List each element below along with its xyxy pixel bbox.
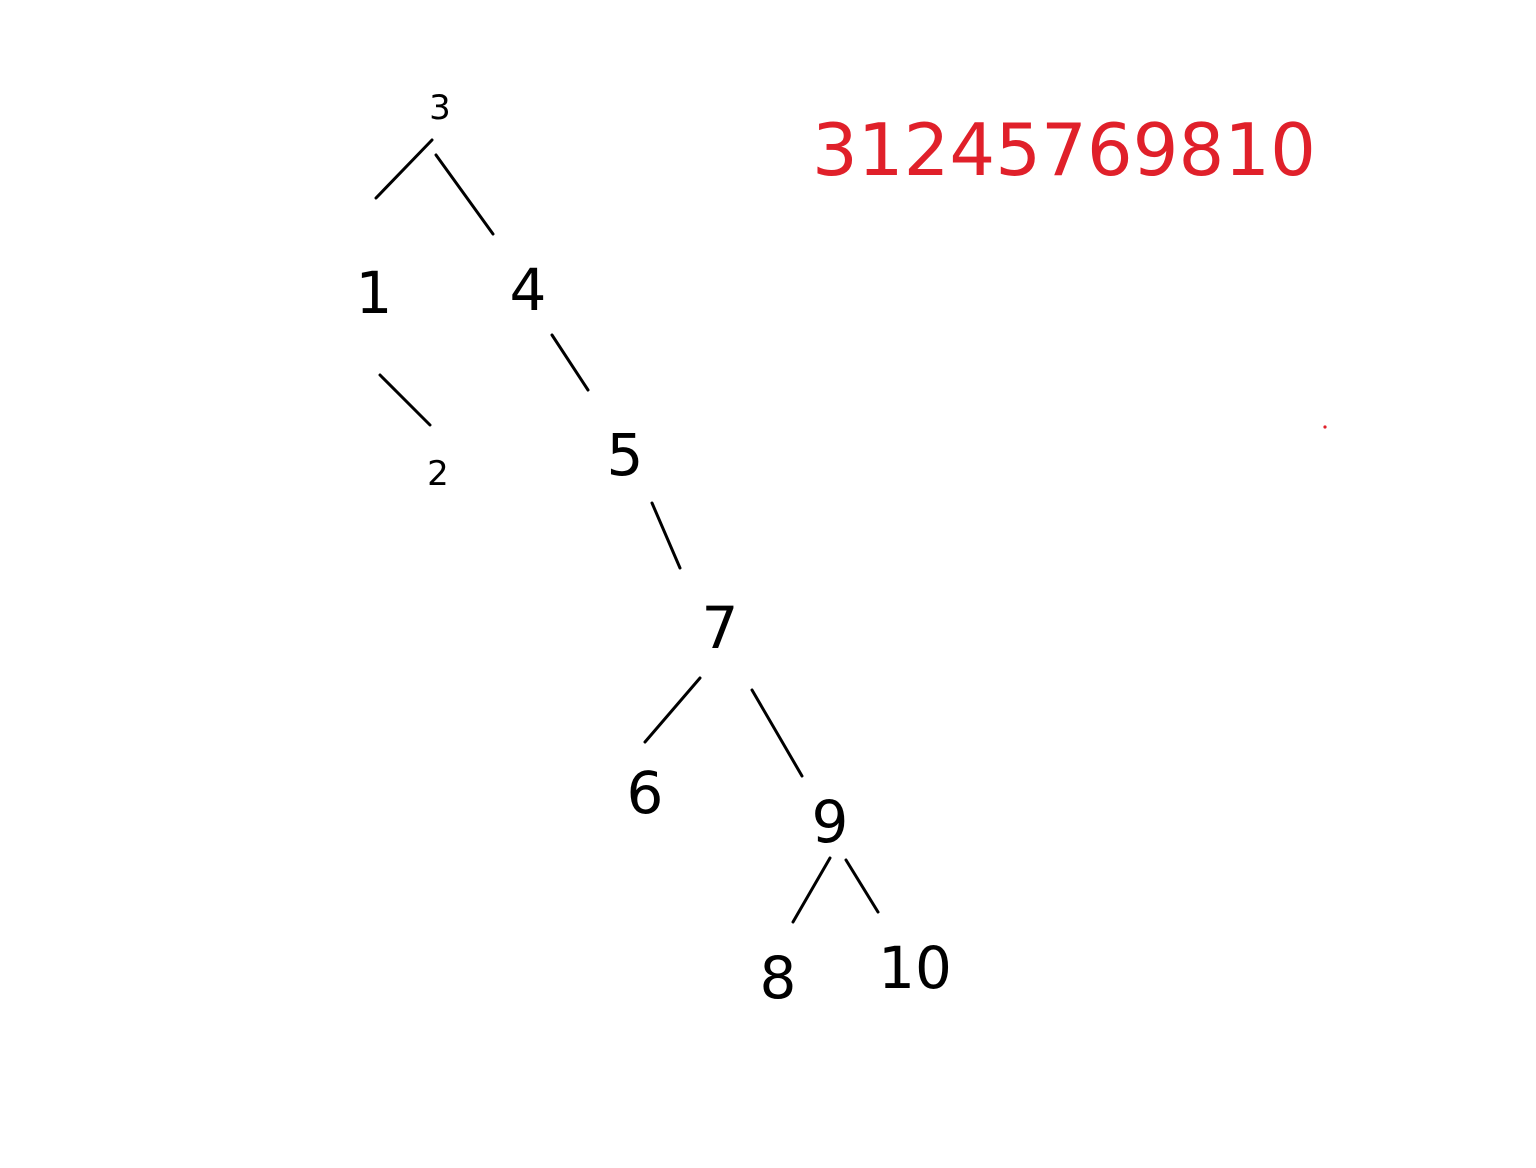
edge-n4-n5 bbox=[550, 333, 590, 392]
node-4: 4 bbox=[510, 256, 547, 324]
edge-n9-n10 bbox=[844, 858, 880, 914]
traversal-sequence: 31245769810 bbox=[812, 108, 1316, 192]
stray-dot bbox=[1323, 425, 1327, 429]
edge-n1-n2 bbox=[378, 373, 432, 427]
node-7: 7 bbox=[702, 594, 739, 662]
edge-n7-n9 bbox=[750, 688, 804, 778]
edge-n7-n6 bbox=[643, 676, 702, 744]
node-8: 8 bbox=[760, 944, 797, 1012]
node-2: 2 bbox=[427, 454, 449, 494]
node-5: 5 bbox=[607, 421, 644, 489]
tree-nodes: 3 1 4 2 5 7 6 9 8 10 bbox=[356, 88, 952, 1012]
tree-edges bbox=[374, 138, 880, 924]
node-1: 1 bbox=[356, 259, 393, 327]
edge-n3-n1 bbox=[374, 138, 434, 200]
node-10: 10 bbox=[878, 934, 952, 1002]
edge-n9-n8 bbox=[791, 856, 832, 924]
edge-n3-n4 bbox=[434, 153, 495, 236]
node-6: 6 bbox=[627, 759, 664, 827]
node-3: 3 bbox=[429, 88, 451, 128]
edge-n5-n7 bbox=[650, 501, 682, 570]
node-9: 9 bbox=[812, 788, 849, 856]
